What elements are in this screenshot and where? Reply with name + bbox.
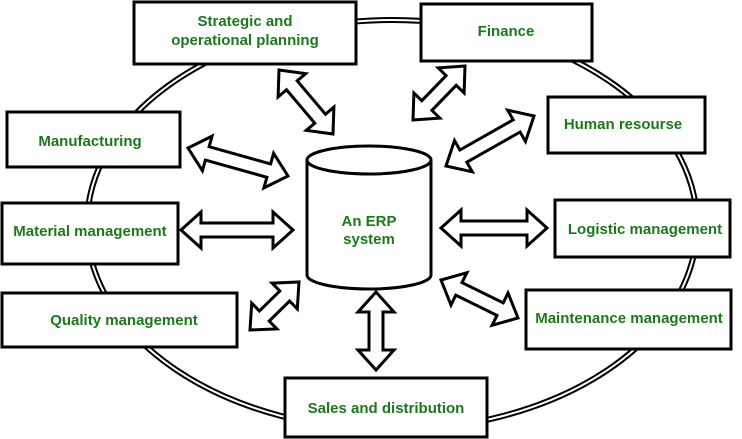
arrow-human-resource-icon (444, 108, 536, 174)
sales-distribution-label: Sales and distribution (308, 400, 465, 417)
erp-system-cylinder: An ERP system (305, 144, 433, 291)
module-quality-management: Quality management (0, 291, 239, 349)
strategic-label-line-2: operational planning (171, 32, 319, 49)
arrow-finance-icon (411, 64, 467, 122)
module-logistic-management: Logistic management (553, 198, 732, 259)
logistic-management-label: Logistic management (568, 221, 722, 238)
module-sales-distribution: Sales and distribution (283, 376, 489, 439)
manufacturing-label: Manufacturing (38, 133, 141, 150)
arrow-manufacturing-icon (185, 133, 291, 191)
finance-label: Finance (478, 23, 535, 40)
maintenance-management-label: Maintenance management (535, 310, 723, 327)
strategic-label-line-1: Strategic and (197, 13, 292, 30)
quality-management-label: Quality management (50, 312, 198, 329)
arrow-logistic-icon (438, 206, 550, 250)
module-material-management: Material management (0, 201, 180, 266)
arrow-material-icon (178, 208, 296, 252)
arrow-strategic-icon (276, 68, 336, 136)
arrow-quality-icon (248, 280, 301, 332)
erp-system-label-line-2: system (343, 231, 395, 248)
arrows (178, 64, 550, 373)
erp-system-label-line-1: An ERP (341, 213, 396, 230)
material-management-label: Material management (13, 223, 166, 240)
module-manufacturing: Manufacturing (5, 110, 182, 169)
module-strategic-planning: Strategic and operational planning (132, 0, 358, 66)
module-human-resource: Human resourse (546, 95, 707, 155)
arrow-sales-icon (354, 289, 398, 373)
module-maintenance-management: Maintenance management (524, 288, 733, 351)
arrow-maintenance-icon (438, 270, 521, 328)
module-finance: Finance (419, 2, 594, 63)
human-resource-label: Human resourse (564, 116, 682, 133)
